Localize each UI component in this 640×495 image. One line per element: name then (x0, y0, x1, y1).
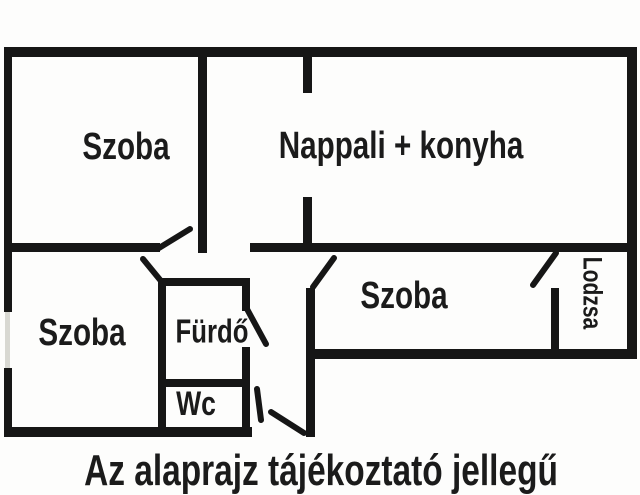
wall-mid-right (250, 243, 637, 252)
wall-top (4, 47, 637, 57)
room-label-furdo: Fürdő (175, 312, 249, 350)
wall-bathroom-right-lower (242, 347, 250, 428)
caption-text: Az alaprajz tájékoztató jellegű (84, 446, 558, 495)
wall-bathroom-top (158, 278, 250, 286)
wall-bottom-left (4, 427, 252, 437)
floor-plan-walls (4, 47, 637, 437)
wall-mid-left (4, 243, 160, 252)
door-mid-szoba (310, 255, 337, 290)
wall-bottom-right (306, 349, 637, 359)
room-label-szoba-top-left: Szoba (82, 126, 170, 168)
wall-bathroom-left (158, 278, 166, 437)
door-bathroom (244, 306, 269, 347)
door-bottom-szoba (140, 256, 164, 284)
room-label-nappali-konyha: Nappali + konyha (278, 125, 524, 167)
wall-left-upper (4, 47, 12, 312)
wall-top-szoba-right (198, 52, 207, 253)
room-label-szoba-bottom-left: Szoba (38, 312, 126, 354)
wall-nappali-stub-top (303, 52, 312, 93)
door-lodzsa (530, 250, 559, 288)
floor-plan: Szoba Nappali + konyha Szoba Fürdő Wc Sz… (4, 47, 637, 493)
window-left (5, 312, 10, 368)
room-label-szoba-middle: Szoba (360, 275, 448, 317)
room-label-lodzsa: Lodzsa (577, 256, 608, 330)
wall-bathroom-right-upper (242, 278, 250, 311)
door-entry (268, 409, 307, 436)
wall-lodzsa-left (551, 288, 559, 358)
wall-nappali-stub-bottom (303, 197, 312, 247)
door-top-szoba (156, 226, 193, 251)
door-wc (254, 386, 264, 423)
wall-bathroom-wc-divider (158, 379, 250, 387)
room-label-wc: Wc (176, 385, 216, 423)
wall-hall-step (306, 288, 315, 437)
wall-right (627, 47, 637, 358)
wall-left-lower (4, 368, 12, 437)
